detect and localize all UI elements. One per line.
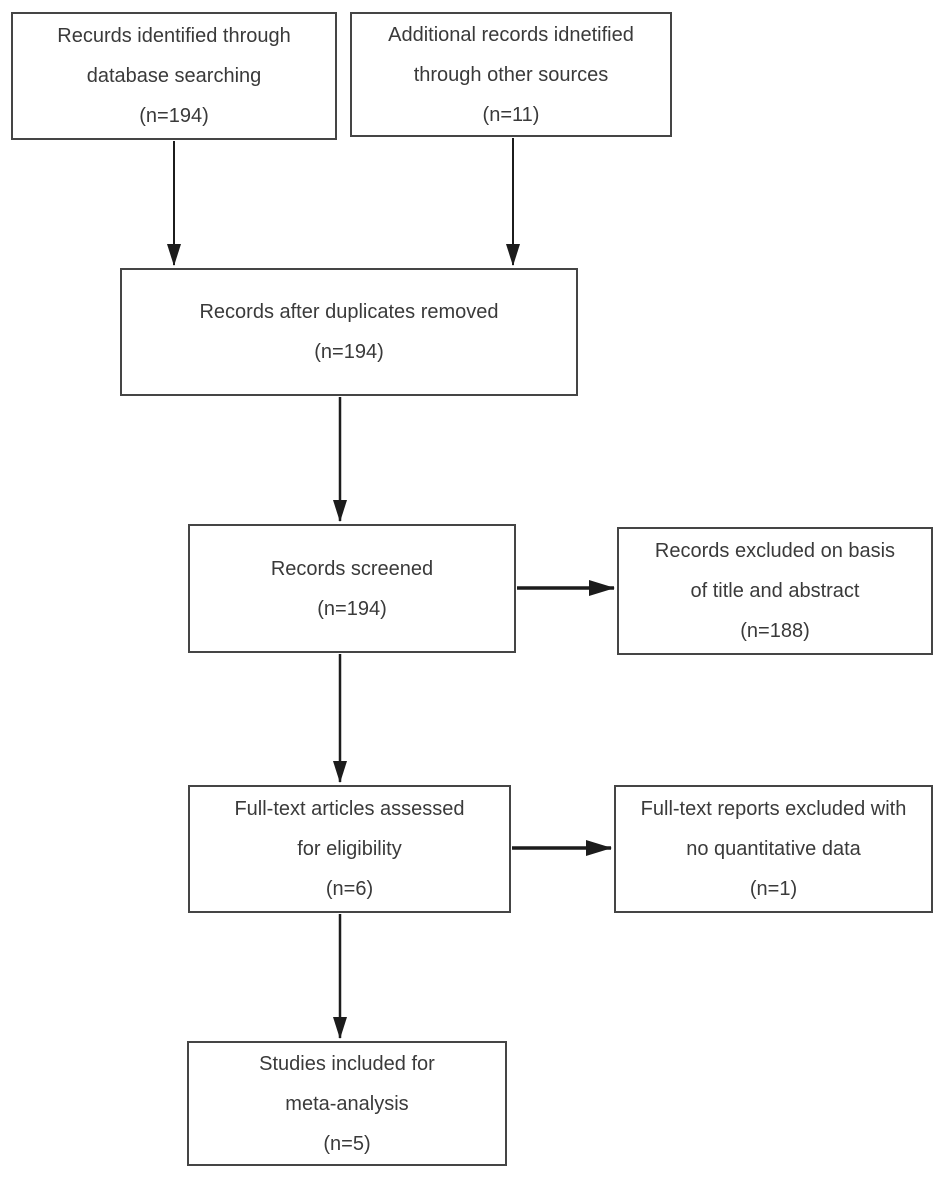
box-count: (n=194)	[314, 341, 384, 363]
box-text-line: no quantitative data	[686, 838, 861, 860]
box-text-line: Records after duplicates removed	[199, 301, 499, 323]
box-count: (n=6)	[325, 878, 374, 900]
box-fulltext-articles-assessed: Full-text articles assessed for eligibil…	[188, 785, 511, 913]
box-text-line: database searching	[86, 65, 262, 87]
box-text-line: Full-text reports excluded with	[640, 798, 907, 820]
box-count: (n=194)	[317, 597, 387, 620]
box-records-screened: Records screened (n=194)	[188, 524, 516, 653]
box-text-line: Full-text articles assessed	[234, 798, 465, 820]
box-text-line: Records excluded on basis	[654, 540, 896, 562]
box-studies-included-meta-analysis: Studies included for meta-analysis (n=5)	[187, 1041, 507, 1166]
box-text-line: through other sources	[413, 63, 609, 86]
box-fulltext-reports-excluded: Full-text reports excluded with no quant…	[614, 785, 933, 913]
box-text-line: Additional records idnetified	[388, 23, 634, 46]
box-records-after-duplicates-removed: Records after duplicates removed (n=194)	[120, 268, 578, 396]
box-text-line: Recurds identified through	[57, 25, 291, 47]
box-additional-records-other-sources: Additional records idnetified through ot…	[350, 12, 672, 137]
box-records-excluded-title-abstract: Records excluded on basis of title and a…	[617, 527, 933, 655]
box-count: (n=1)	[749, 878, 798, 900]
box-count: (n=11)	[482, 103, 540, 126]
box-count: (n=5)	[323, 1132, 371, 1155]
box-count: (n=188)	[740, 620, 810, 642]
box-text-line: for eligibility	[297, 838, 402, 860]
box-text-line: meta-analysis	[285, 1092, 409, 1115]
box-text-line: Studies included for	[259, 1052, 435, 1075]
box-count: (n=194)	[139, 105, 209, 127]
box-text-line: of title and abstract	[690, 580, 860, 602]
box-text-line: Records screened	[270, 557, 434, 580]
box-records-identified-database: Recurds identified through database sear…	[11, 12, 337, 140]
